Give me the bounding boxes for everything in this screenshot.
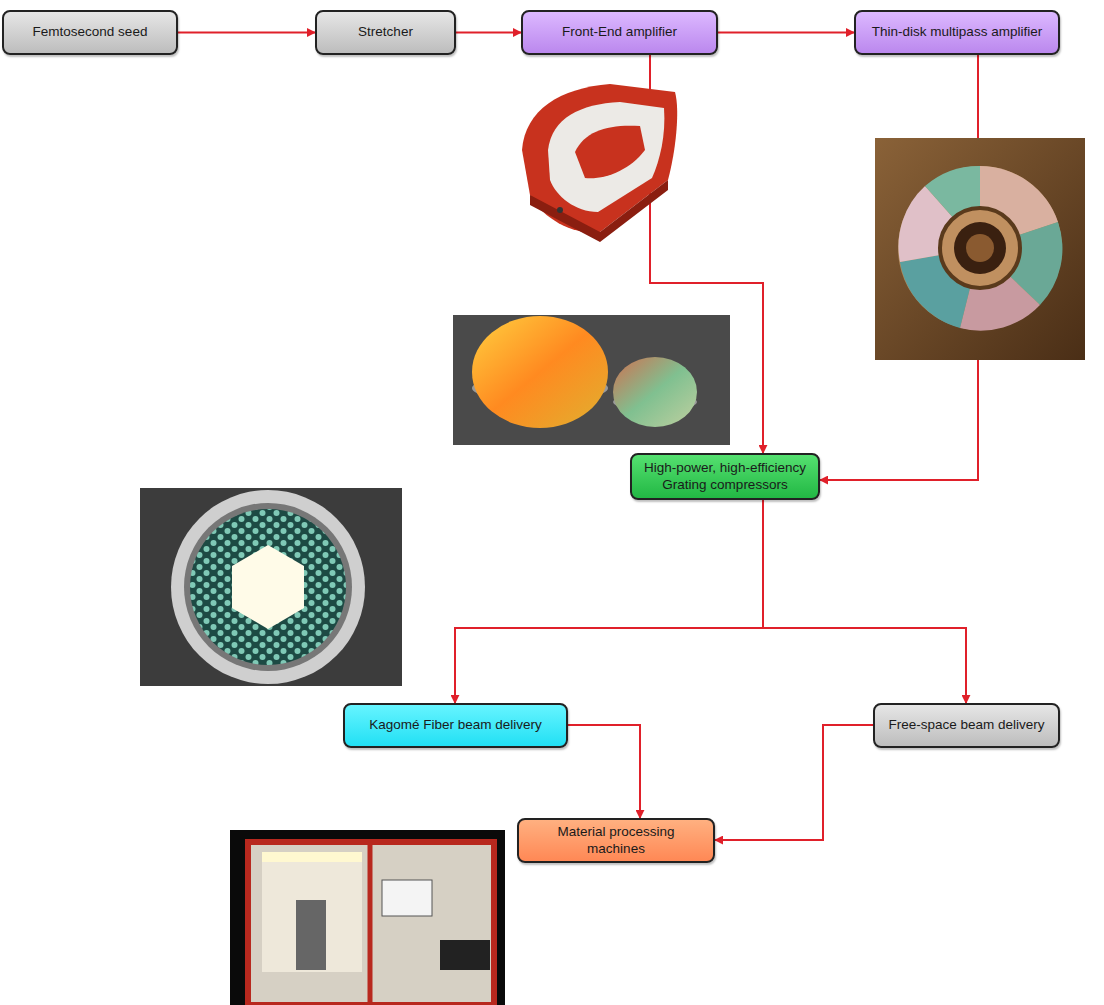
delivery-box: Free-space beam delivery bbox=[873, 703, 1060, 748]
process-box: Stretcher bbox=[315, 10, 456, 55]
box-label: Free-space beam delivery bbox=[888, 717, 1044, 733]
gratings-photo bbox=[453, 315, 730, 445]
box-label: High-power, high-efficiency Grating comp… bbox=[640, 460, 810, 492]
box-label: Front-End amplifier bbox=[562, 24, 677, 40]
flow-arrow bbox=[178, 32, 315, 34]
compressor-box: High-power, high-efficiency Grating comp… bbox=[630, 453, 820, 500]
processing-machine-photo bbox=[230, 830, 505, 1005]
flow-arrow bbox=[568, 725, 640, 818]
box-label: Thin-disk multipass amplifier bbox=[872, 24, 1042, 40]
kagome-fiber-photo bbox=[140, 488, 402, 686]
amplifier-device-photo bbox=[522, 84, 677, 242]
flow-arrow bbox=[456, 32, 521, 34]
flow-arrow bbox=[718, 32, 854, 34]
box-label: Femtosecond seed bbox=[33, 24, 148, 40]
box-label: Kagomé Fiber beam delivery bbox=[369, 717, 542, 733]
machine-box: Material processing machines bbox=[517, 818, 715, 863]
flow-arrow bbox=[455, 500, 763, 703]
box-label: Material processing machines bbox=[527, 824, 705, 856]
amplifier-box: Thin-disk multipass amplifier bbox=[854, 10, 1060, 55]
source-box: Femtosecond seed bbox=[2, 10, 178, 55]
amplifier-box: Front-End amplifier bbox=[521, 10, 718, 55]
flow-arrow bbox=[763, 500, 966, 703]
thin-disk-photo bbox=[875, 138, 1085, 360]
box-label: Stretcher bbox=[358, 24, 413, 40]
delivery-box: Kagomé Fiber beam delivery bbox=[343, 703, 568, 748]
flow-arrow bbox=[715, 725, 873, 840]
